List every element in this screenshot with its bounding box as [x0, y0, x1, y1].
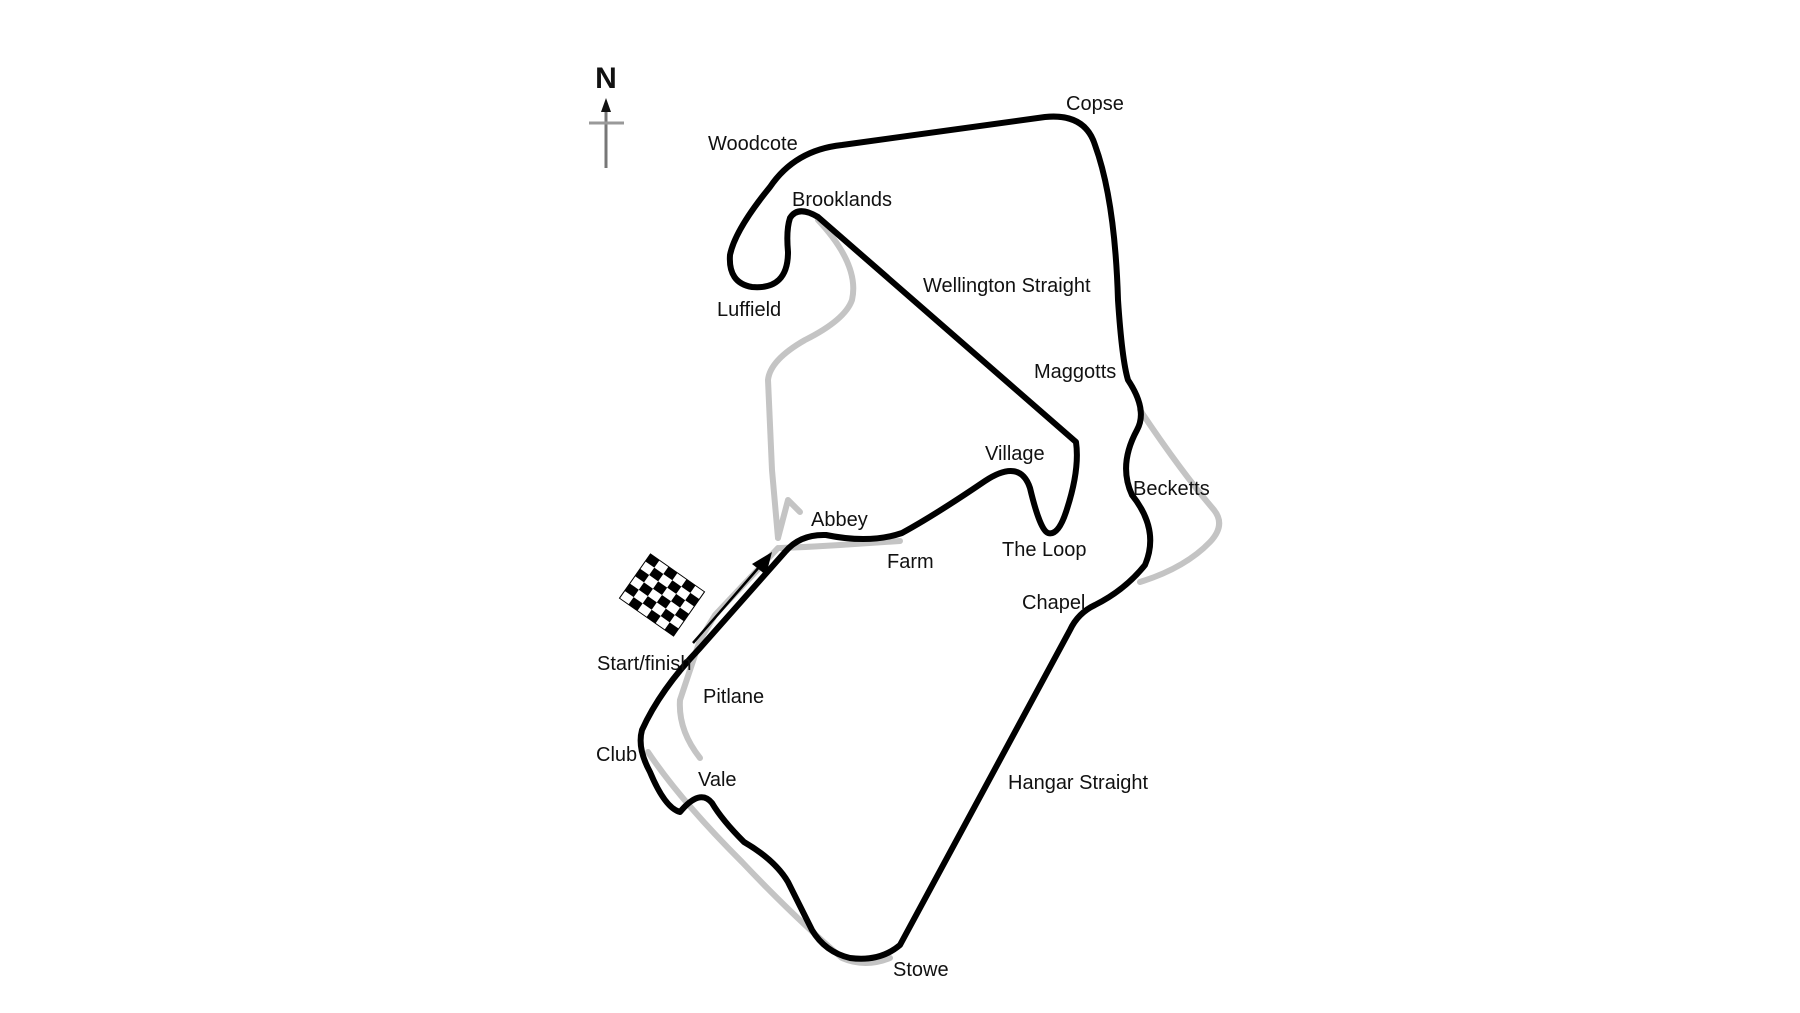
old-track-vale [645, 749, 893, 966]
current-track [637, 113, 1154, 962]
old-track-becketts [1137, 407, 1223, 585]
old-track-abbey [775, 497, 803, 541]
label-stowe: Stowe [893, 959, 949, 981]
label-the-loop: The Loop [1002, 539, 1087, 561]
label-pitlane: Pitlane [703, 686, 764, 708]
label-wellington-straight: Wellington Straight [923, 275, 1091, 297]
label-farm: Farm [887, 551, 934, 573]
direction-arrow-icon [692, 552, 772, 644]
label-copse: Copse [1066, 93, 1124, 115]
label-abbey: Abbey [811, 509, 868, 531]
label-brooklands: Brooklands [792, 189, 892, 211]
label-woodcote: Woodcote [708, 133, 798, 155]
label-becketts: Becketts [1133, 478, 1210, 500]
label-hangar-straight: Hangar Straight [1008, 772, 1149, 794]
old-track-farm [777, 538, 903, 551]
label-start-finish: Start/finish [597, 653, 691, 675]
label-club: Club [596, 744, 637, 766]
label-village: Village [985, 443, 1045, 465]
old-track-pit-straight [676, 545, 781, 761]
north-label: N [595, 62, 617, 95]
label-luffield: Luffield [717, 299, 781, 321]
old-circuit [645, 217, 1223, 966]
label-chapel: Chapel [1022, 592, 1085, 614]
label-vale: Vale [698, 769, 737, 791]
checkered-flag-icon [618, 553, 706, 637]
old-track-infield [765, 217, 857, 541]
north-arrow-icon [589, 98, 624, 168]
label-maggotts: Maggotts [1034, 361, 1116, 383]
